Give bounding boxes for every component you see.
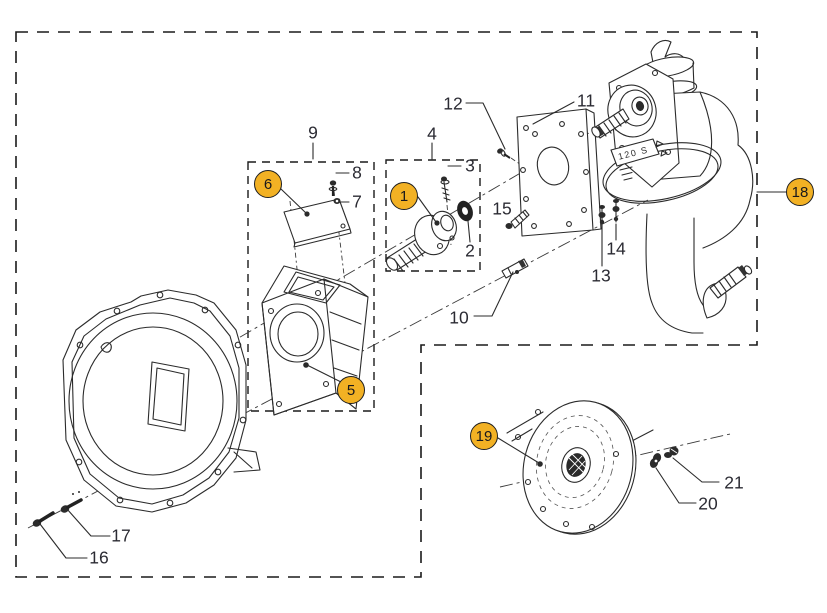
part-badge-6[interactable]: 6 bbox=[254, 170, 282, 198]
part-badge-19[interactable]: 19 bbox=[470, 422, 498, 450]
screw-15 bbox=[505, 223, 513, 229]
pin-10 bbox=[502, 259, 528, 278]
drive-input-shaft bbox=[590, 109, 629, 139]
part-label-12: 12 bbox=[443, 93, 463, 114]
stud-14 bbox=[612, 199, 620, 222]
adapter-housing bbox=[262, 266, 368, 415]
bolt-3 bbox=[441, 176, 447, 182]
part-badge-1[interactable]: 1 bbox=[390, 182, 418, 210]
diagram-boundary bbox=[16, 32, 757, 577]
drive-model-bracket: 120 S bbox=[611, 139, 667, 180]
screw-16-17 bbox=[32, 491, 81, 527]
drive-leg bbox=[646, 214, 726, 333]
part-label-20: 20 bbox=[698, 493, 718, 514]
part-label-14: 14 bbox=[606, 238, 626, 259]
part-label-21: 21 bbox=[724, 472, 744, 493]
washer-20 bbox=[649, 453, 662, 468]
part-badge-5[interactable]: 5 bbox=[337, 376, 365, 404]
part-label-2: 2 bbox=[465, 240, 475, 261]
part-badge-18[interactable]: 18 bbox=[786, 178, 814, 206]
part-label-8: 8 bbox=[352, 162, 362, 183]
group-9-box bbox=[248, 162, 374, 411]
cover-plate bbox=[284, 180, 351, 247]
part-label-17: 17 bbox=[111, 525, 131, 546]
part-label-16: 16 bbox=[89, 547, 109, 568]
screw-8 bbox=[329, 180, 337, 186]
part-label-10: 10 bbox=[449, 307, 469, 328]
part-label-11: 11 bbox=[576, 90, 596, 111]
mounting-plate bbox=[497, 109, 620, 278]
bolt-21 bbox=[664, 446, 679, 458]
part-label-7: 7 bbox=[352, 191, 362, 212]
drive-prop-shaft bbox=[710, 265, 753, 298]
part-label-3: 3 bbox=[465, 155, 475, 176]
part-label-4: 4 bbox=[427, 123, 437, 144]
stud-13 bbox=[598, 205, 606, 224]
drive-disc bbox=[508, 388, 679, 546]
sterndrive-unit: 120 S bbox=[590, 40, 753, 333]
leader-lines bbox=[40, 102, 786, 558]
part-label-15: 15 bbox=[492, 198, 512, 219]
part-label-13: 13 bbox=[591, 265, 611, 286]
flywheel-housing bbox=[63, 290, 260, 512]
group-4-box bbox=[386, 160, 480, 271]
drive-coupler bbox=[384, 176, 473, 273]
part-label-9: 9 bbox=[308, 122, 318, 143]
